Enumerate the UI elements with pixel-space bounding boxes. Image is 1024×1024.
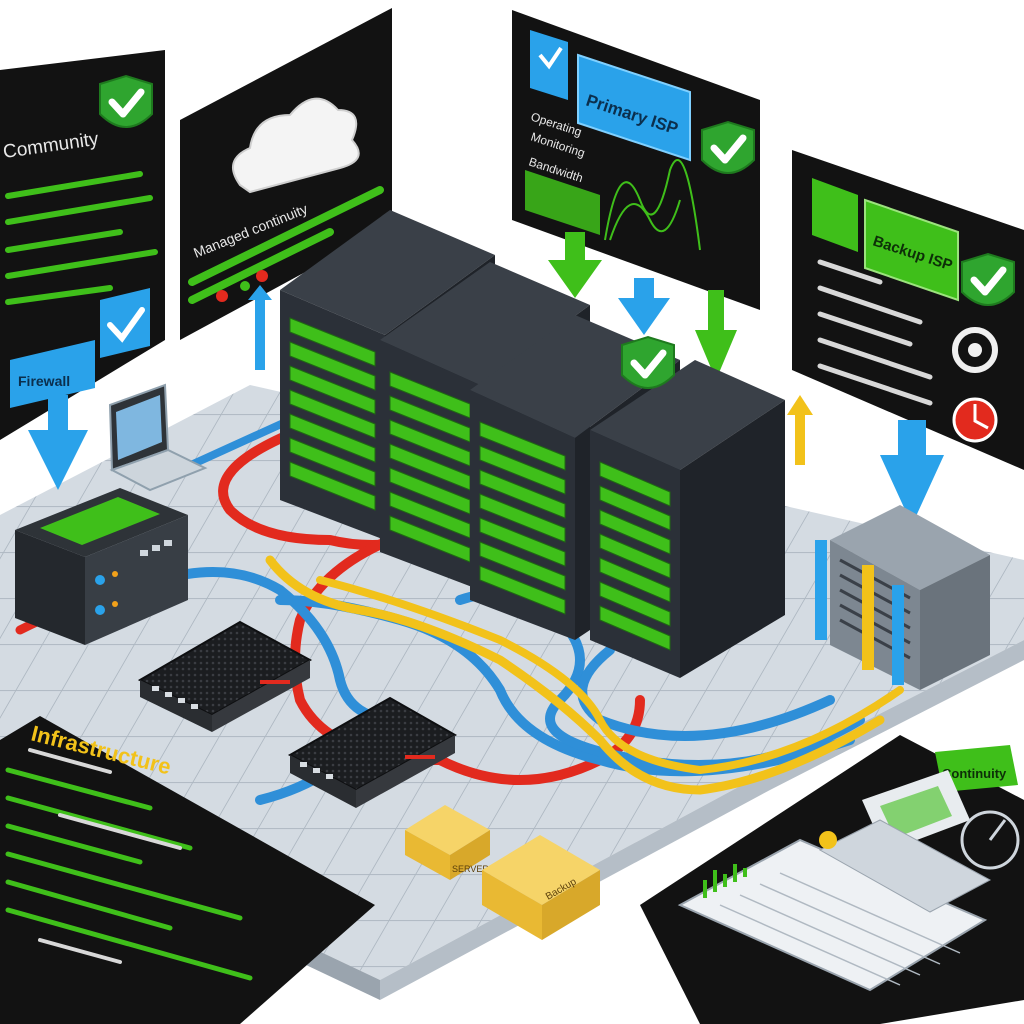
community-panel: Community Firewall — [0, 50, 165, 440]
cloud-icon — [231, 97, 360, 194]
arrow-down-icon — [695, 290, 737, 380]
check-icon — [100, 76, 152, 127]
network-switch-1 — [137, 620, 313, 732]
router-stack — [15, 488, 188, 645]
arrow-down-icon — [548, 232, 602, 298]
check-icon — [107, 307, 145, 343]
storage-array — [815, 505, 990, 690]
box-large: Backup — [482, 835, 600, 940]
network-switch-2 — [287, 696, 458, 808]
server-rack-4 — [590, 360, 785, 678]
keyboard-icon — [818, 819, 992, 913]
laptop-icon — [108, 383, 208, 492]
gauge-icon — [960, 810, 1020, 870]
primary-isp-panel: Primary ISP Operating Monitoring Bandwid… — [512, 10, 760, 380]
check-icon — [702, 122, 754, 173]
arrow-up-icon — [248, 285, 272, 370]
arrow-up-icon — [787, 395, 813, 465]
sun-icon — [819, 831, 837, 849]
continuity-badge: Continuity — [942, 766, 1007, 781]
box-small-label: SERVER — [452, 864, 489, 874]
dashboard-panel: Continuity — [640, 735, 1024, 1024]
shield-icon — [812, 178, 858, 252]
clock-icon — [952, 397, 998, 443]
check-icon — [622, 337, 674, 388]
arrow-down-icon — [880, 420, 944, 525]
traffic-chart — [604, 159, 701, 251]
backup-isp-panel: Backup ISP — [792, 150, 1024, 470]
check-icon — [962, 254, 1014, 305]
cloud-panel: Managed continuity — [180, 8, 392, 370]
gear-icon — [952, 327, 998, 373]
box-small: SERVER — [405, 805, 490, 880]
arrow-down-icon — [28, 395, 88, 490]
firewall-button-label: Firewall — [18, 373, 70, 389]
arrow-down-icon — [618, 278, 670, 335]
